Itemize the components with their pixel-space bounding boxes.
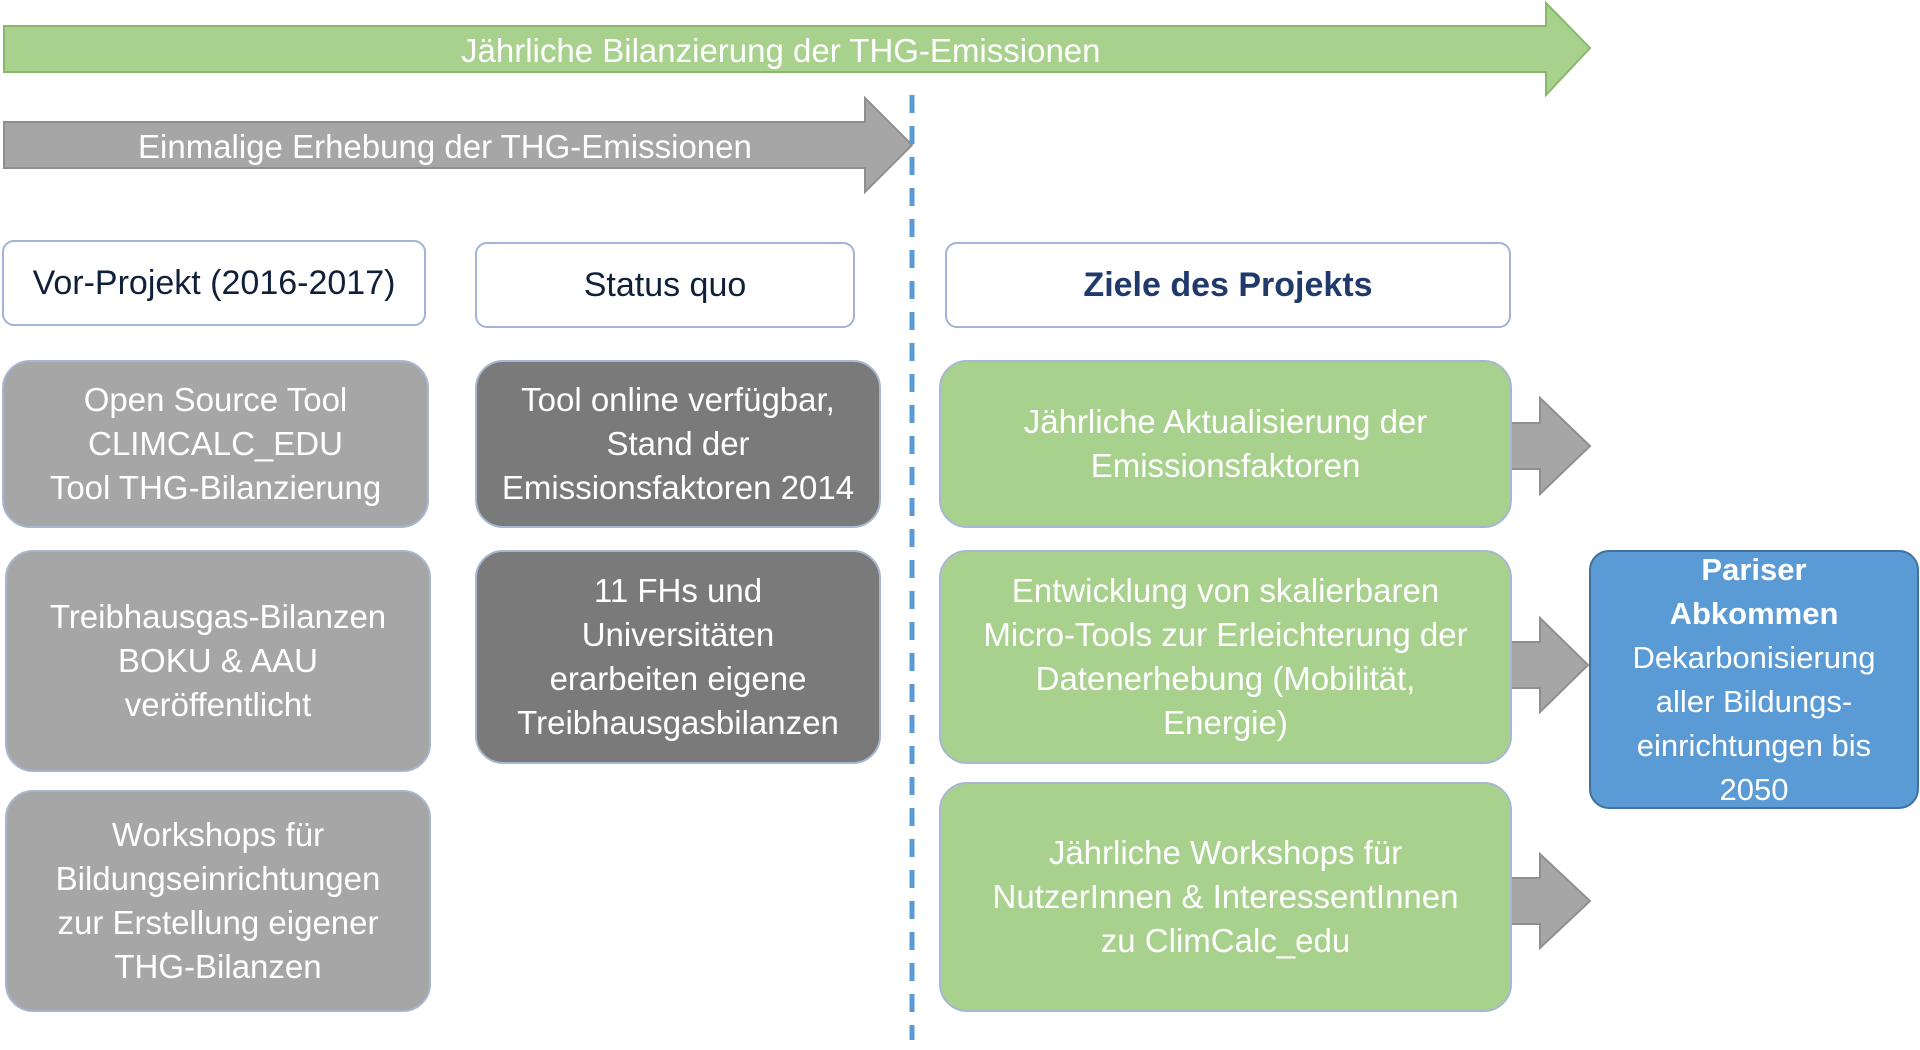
goal-card-3: Jährliche Workshops für NutzerInnen & In… <box>939 782 1512 1012</box>
pre-project-card-3: Workshops für Bildungseinrichtungen zur … <box>5 790 431 1012</box>
paris-agreement-box: Pariser Abkommen Dekarbonisierung aller … <box>1589 550 1919 809</box>
pre-project-header: Vor-Projekt (2016-2017) <box>2 240 426 326</box>
goal-card-3-text: Jährliche Workshops für NutzerInnen & In… <box>992 834 1459 959</box>
paris-agreement-title: Pariser Abkommen <box>1669 551 1839 631</box>
pre-project-card-2-text: Treibhausgas-Bilanzen BOKU & AAU veröffe… <box>49 598 387 723</box>
status-quo-header: Status quo <box>475 242 855 328</box>
status-quo-card-2-text: 11 FHs und Universitäten erarbeiten eige… <box>517 572 839 741</box>
pre-project-card-3-text: Workshops für Bildungseinrichtungen zur … <box>55 816 381 985</box>
pre-project-card-1-text: Open Source Tool CLIMCALC_EDU Tool THG-B… <box>49 381 382 506</box>
goal-card-1: Jährliche Aktualisierung der Emissionsfa… <box>939 360 1512 528</box>
goal-card-2-text: Entwicklung von skalierbaren Micro-Tools… <box>983 572 1468 741</box>
one-time-timeline-label: Einmalige Erhebung der THG-Emissionen <box>138 128 752 165</box>
one-time-timeline-arrow <box>3 95 914 195</box>
status-quo-card-1-text: Tool online verfügbar, Stand der Emissio… <box>501 381 855 506</box>
status-quo-card-2: 11 FHs und Universitäten erarbeiten eige… <box>475 550 881 764</box>
goal-card-1-text: Jährliche Aktualisierung der Emissionsfa… <box>1023 403 1428 484</box>
annual-timeline-arrow <box>3 0 1592 98</box>
pre-project-card-1: Open Source Tool CLIMCALC_EDU Tool THG-B… <box>2 360 429 528</box>
status-quo-card-1: Tool online verfügbar, Stand der Emissio… <box>475 360 881 528</box>
annual-timeline-label: Jährliche Bilanzierung der THG-Emissione… <box>461 32 1101 69</box>
goal-card-2: Entwicklung von skalierbaren Micro-Tools… <box>939 550 1512 764</box>
pre-project-card-2: Treibhausgas-Bilanzen BOKU & AAU veröffe… <box>5 550 431 772</box>
project-goals-header: Ziele des Projekts <box>945 242 1511 328</box>
paris-agreement-text: Dekarbonisierung aller Bildungs- einrich… <box>1632 639 1876 807</box>
